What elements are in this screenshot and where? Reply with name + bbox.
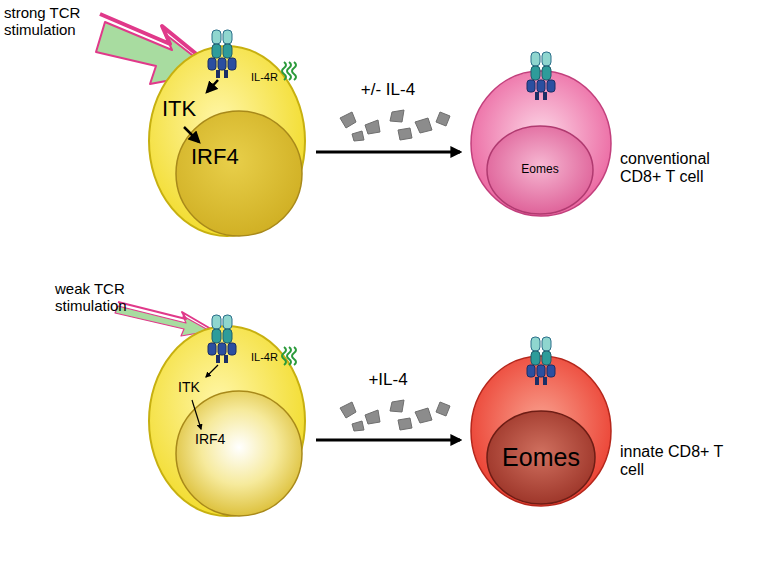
nucleus-shape [176, 391, 302, 516]
cell: ITK IL-4R IRF4 [148, 45, 306, 237]
nucleus-outline [175, 110, 303, 237]
factor-label: IRF4 [191, 145, 239, 169]
nucleus: IRF4 [175, 390, 303, 517]
cytokine-label: +IL-4 [365, 370, 410, 390]
factor-label: Eomes [502, 444, 580, 472]
stimulus-label: strong TCR stimulation [4, 4, 104, 39]
receptor-label: IL-4R [251, 71, 278, 83]
il4-receptor [282, 347, 296, 365]
transition-arrow [316, 439, 460, 442]
tcr-receptor [527, 52, 555, 100]
weak-tcr-arrow [115, 302, 211, 336]
cell-type-label: conventional CD8+ T cell [620, 150, 730, 185]
factor-label: IRF4 [195, 432, 225, 447]
il4-receptor [282, 62, 296, 80]
nucleus: IRF4 [175, 110, 303, 237]
tcr-receptor [208, 315, 236, 363]
signal-arrows [184, 80, 218, 429]
tcr-receptor [527, 337, 555, 385]
stimulus-label: weak TCR stimulation [55, 280, 167, 315]
cell: conventional CD8+ T cellEomes [470, 70, 612, 217]
nucleus-shape [487, 126, 593, 214]
nucleus-shape [176, 111, 302, 236]
tcr-receptor [208, 30, 236, 78]
cell-shape [471, 356, 611, 506]
receptor-label: IL-4R [251, 351, 278, 363]
kinase-label: ITK [178, 380, 200, 395]
nucleus-outline [175, 390, 303, 517]
il4-particles [340, 110, 450, 431]
nucleus: Eomes [486, 410, 596, 505]
kinase-label: ITK [162, 97, 196, 121]
transition-arrow [316, 151, 460, 154]
cell: ITK IL-4R IRF4 [148, 325, 306, 517]
cell-type-label: innate CD8+ T cell [620, 443, 730, 478]
cell-shape [471, 71, 611, 216]
cell-shape [149, 326, 305, 516]
cell: innate CD8+ T cellEomes [470, 355, 612, 507]
cytokine-label: +/- IL-4 [358, 80, 418, 100]
cell-shape [149, 46, 305, 236]
factor-label: Eomes [521, 163, 558, 176]
nucleus-shape [487, 411, 595, 504]
nucleus: Eomes [486, 125, 594, 215]
